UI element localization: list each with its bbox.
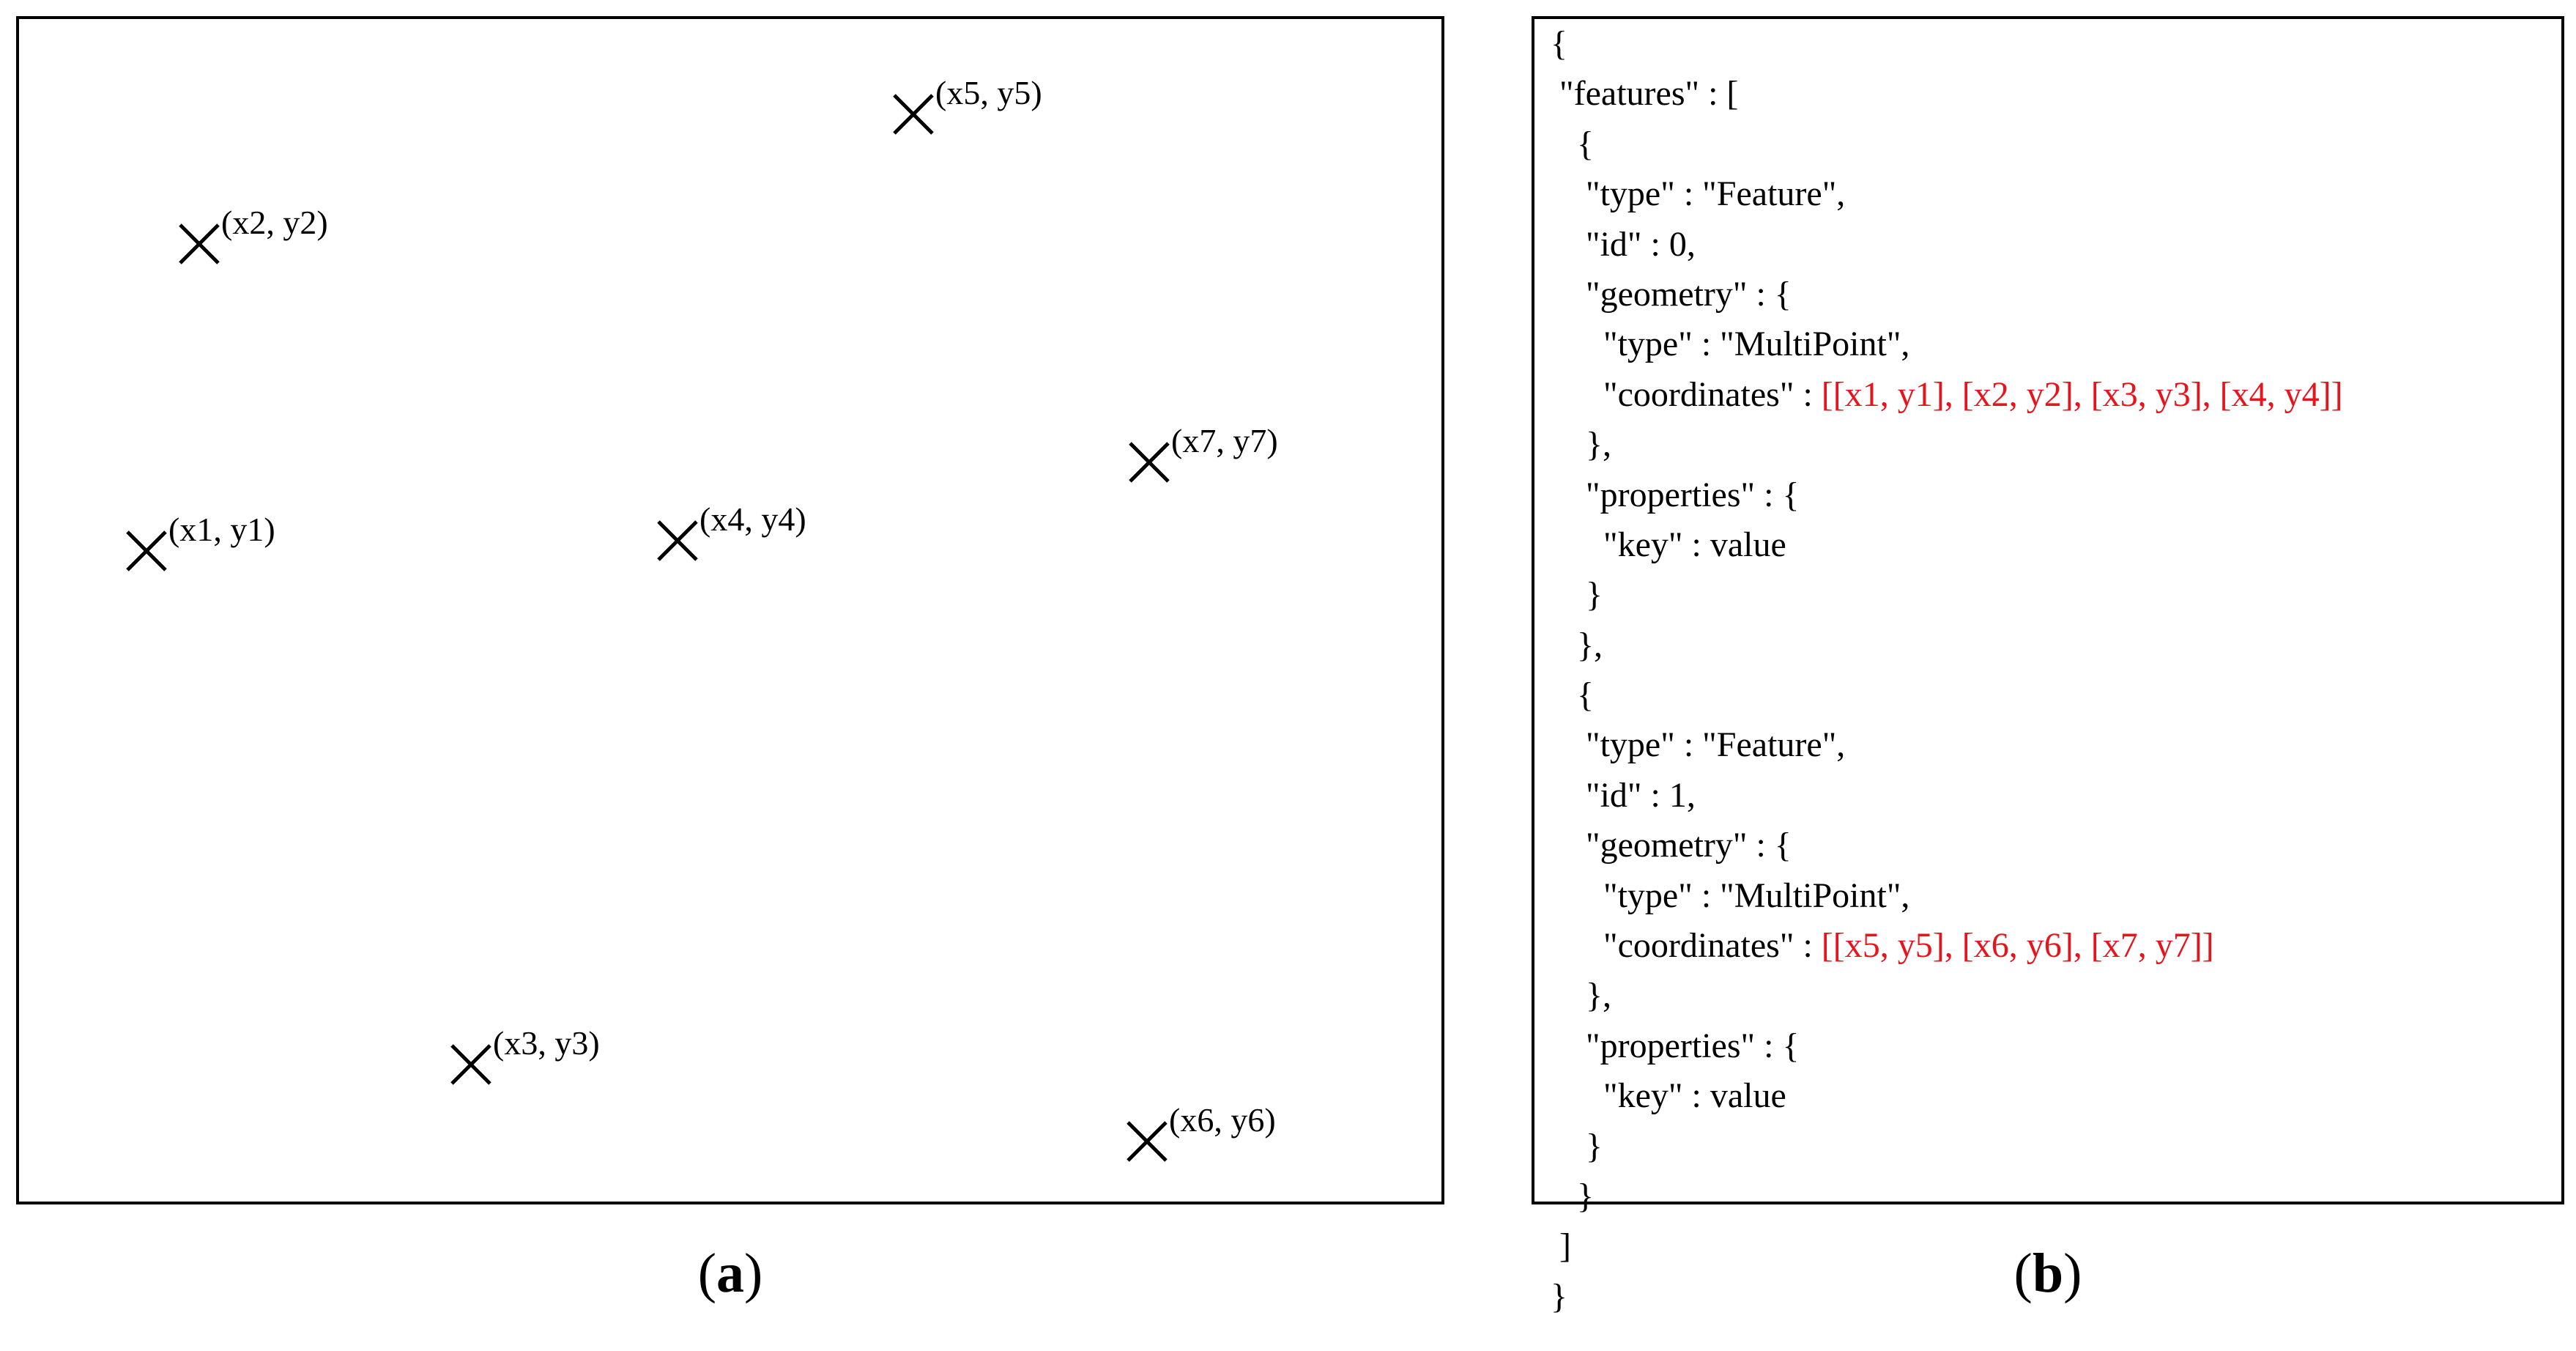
- code-text: },: [1551, 425, 1612, 464]
- code-line: "coordinates" : [[x5, y5], [x6, y6], [x7…: [1551, 921, 2343, 971]
- cross-mark: [657, 520, 698, 561]
- code-text: "features" : [: [1551, 74, 1739, 114]
- code-line: {: [1551, 19, 2343, 69]
- code-text: "type" : "MultiPoint",: [1551, 876, 1910, 915]
- point-marker: (x4, y4): [657, 500, 806, 561]
- code-line: "type" : "Feature",: [1551, 720, 2343, 770]
- code-line: "geometry" : {: [1551, 270, 2343, 319]
- code-line: }: [1551, 1272, 2343, 1322]
- code-line: {: [1551, 119, 2343, 169]
- code-text: "properties" : {: [1551, 1026, 1800, 1065]
- code-line: "key" : value: [1551, 1071, 2343, 1121]
- cross-mark: [1126, 1121, 1168, 1162]
- code-text: }: [1551, 1276, 1568, 1316]
- code-line: },: [1551, 420, 2343, 470]
- point-label: (x6, y6): [1169, 1101, 1276, 1139]
- cross-mark: [126, 530, 167, 571]
- point-label: (x5, y5): [935, 74, 1042, 111]
- coordinates-value: [[x5, y5], [x6, y6], [x7, y7]]: [1821, 926, 2214, 966]
- code-text: {: [1551, 124, 1595, 163]
- code-line: "coordinates" : [[x1, y1], [x2, y2], [x3…: [1551, 370, 2343, 420]
- cross-mark: [450, 1044, 491, 1085]
- point-map-panel: (x1, y1) (x2, y2) (x3, y3) (x4, y4) (x5, y5)…: [16, 16, 1444, 1204]
- geojson-code-panel: { "features" : [ { "type" : "Feature", "…: [1532, 16, 2564, 1316]
- geojson-code-block: { "features" : [ { "type" : "Feature", "…: [1551, 19, 2343, 1322]
- code-text: }: [1551, 575, 1603, 615]
- point-marker: (x7, y7): [1129, 422, 1278, 483]
- code-text: "key" : value: [1551, 1076, 1786, 1116]
- coordinates-value: [[x1, y1], [x2, y2], [x3, y3], [x4, y4]]: [1821, 374, 2343, 414]
- code-line: "properties" : {: [1551, 470, 2343, 520]
- code-text: },: [1551, 625, 1603, 665]
- code-line: "features" : [: [1551, 69, 2343, 119]
- caption-a: (a): [697, 1243, 763, 1304]
- code-text: "geometry" : {: [1551, 826, 1792, 865]
- code-text: "coordinates" :: [1551, 926, 1822, 966]
- code-text: "id" : 0,: [1551, 224, 1696, 264]
- code-line: "key" : value: [1551, 520, 2343, 570]
- caption-b: (b): [2013, 1243, 2082, 1304]
- code-text: "type" : "Feature",: [1551, 725, 1846, 765]
- code-text: "properties" : {: [1551, 475, 1800, 514]
- point-marker: (x3, y3): [450, 1024, 600, 1085]
- code-line: },: [1551, 971, 2343, 1021]
- point-label: (x4, y4): [699, 500, 806, 538]
- point-label: (x1, y1): [168, 511, 275, 548]
- code-text: "coordinates" :: [1551, 374, 1822, 414]
- code-line: "id" : 0,: [1551, 220, 2343, 270]
- cross-mark: [179, 223, 220, 264]
- code-line: "properties" : {: [1551, 1021, 2343, 1071]
- code-text: {: [1551, 676, 1595, 715]
- code-line: "type" : "MultiPoint",: [1551, 319, 2343, 369]
- code-line: "type" : "MultiPoint",: [1551, 871, 2343, 921]
- point-marker: (x5, y5): [893, 74, 1042, 135]
- code-line: ]: [1551, 1221, 2343, 1271]
- code-text: "type" : "Feature",: [1551, 174, 1846, 214]
- code-text: }: [1551, 1126, 1603, 1166]
- code-text: "geometry" : {: [1551, 274, 1792, 314]
- code-text: "type" : "MultiPoint",: [1551, 325, 1910, 364]
- code-line: },: [1551, 621, 2343, 670]
- code-text: ]: [1551, 1226, 1571, 1266]
- point-marker: (x1, y1): [126, 511, 275, 571]
- cross-mark: [1129, 442, 1170, 483]
- point-marker: (x2, y2): [179, 204, 328, 264]
- point-label: (x7, y7): [1171, 422, 1278, 459]
- code-line: }: [1551, 1122, 2343, 1172]
- cross-mark: [893, 94, 934, 135]
- code-text: "key" : value: [1551, 525, 1786, 564]
- point-label: (x2, y2): [221, 204, 328, 241]
- code-text: "id" : 1,: [1551, 775, 1696, 815]
- code-line: {: [1551, 670, 2343, 720]
- code-line: "type" : "Feature",: [1551, 169, 2343, 219]
- code-text: }: [1551, 1176, 1595, 1215]
- code-text: },: [1551, 976, 1612, 1015]
- point-map-canvas: (x1, y1) (x2, y2) (x3, y3) (x4, y4) (x5, y5)…: [126, 74, 1278, 1162]
- code-line: "id" : 1,: [1551, 771, 2343, 821]
- code-text: {: [1551, 24, 1568, 63]
- point-label: (x3, y3): [493, 1024, 600, 1062]
- code-line: }: [1551, 570, 2343, 620]
- code-line: }: [1551, 1172, 2343, 1221]
- code-line: "geometry" : {: [1551, 821, 2343, 870]
- point-marker: (x6, y6): [1126, 1101, 1276, 1162]
